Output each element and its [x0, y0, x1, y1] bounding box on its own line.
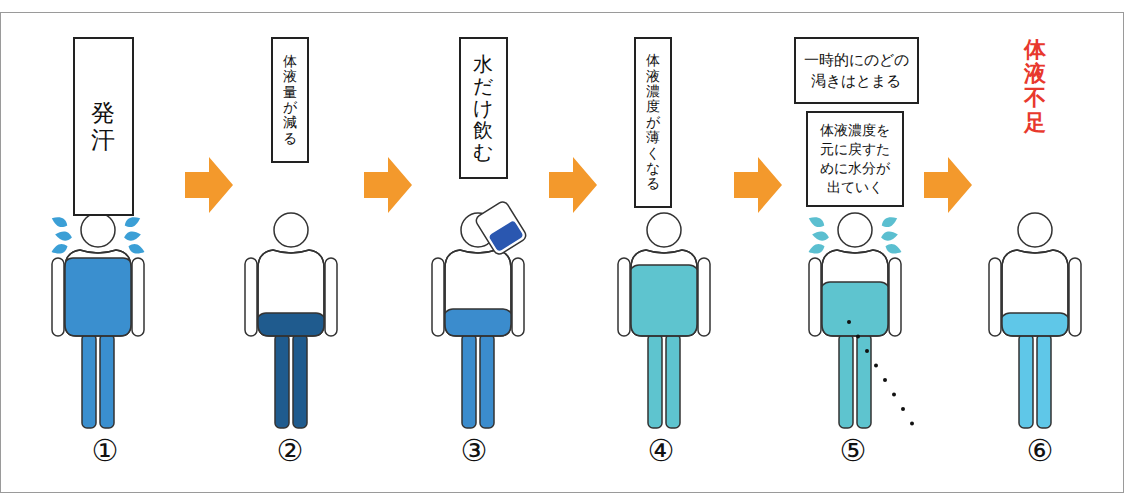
- arm: [989, 258, 1001, 336]
- leg: [82, 334, 96, 428]
- leak-dot: [874, 364, 878, 368]
- arm: [698, 258, 710, 336]
- water-bottle: [474, 200, 528, 256]
- leg: [480, 334, 494, 428]
- fluid-level: [256, 313, 326, 336]
- sweat-drop: [880, 214, 899, 229]
- flow-arrow: [549, 157, 597, 213]
- step-number: ①: [92, 433, 119, 468]
- sweat-drop: [123, 214, 142, 229]
- flow-arrow: [364, 157, 412, 213]
- box-text: 体液量が減る: [283, 54, 297, 146]
- leg: [1019, 334, 1033, 428]
- head: [274, 213, 308, 247]
- leg: [293, 334, 307, 428]
- leak-dot: [910, 422, 914, 426]
- sweat-drop: [811, 230, 829, 242]
- head: [838, 213, 872, 247]
- torso-outline: [822, 250, 888, 336]
- leg: [100, 334, 114, 428]
- arm: [432, 258, 444, 336]
- sweat-drop: [880, 230, 898, 242]
- text-box: 水だけ飲む: [459, 37, 508, 179]
- arm: [132, 258, 144, 336]
- leak-dot: [865, 349, 869, 353]
- box-text: 体液濃度を元に戻すために水分が出ていく: [820, 121, 890, 197]
- text-box: 体液濃度が薄くなる: [634, 37, 672, 208]
- box-text: 一時的にのどの渇きはとまる: [804, 50, 909, 91]
- box-text: 発汗: [91, 100, 115, 153]
- step-number: ④: [648, 433, 675, 468]
- fluid-level: [63, 258, 133, 336]
- head: [647, 213, 681, 247]
- sweat-drop: [50, 214, 69, 229]
- leak-dot: [892, 393, 896, 397]
- leg: [666, 334, 680, 428]
- result-label: 体液不足: [1024, 38, 1046, 135]
- step-number: ⑤: [840, 433, 867, 468]
- leg: [839, 334, 853, 428]
- sweat-drop: [50, 242, 69, 256]
- leg: [857, 334, 871, 428]
- leg: [1037, 334, 1051, 428]
- person-figure: [989, 213, 1081, 428]
- torso-outline: [65, 250, 131, 336]
- person-figure: [50, 213, 146, 428]
- sweat-drop: [123, 230, 141, 242]
- sweat-drop: [884, 242, 903, 256]
- head: [1018, 213, 1052, 247]
- flow-arrow: [185, 157, 233, 213]
- sweat-drop: [127, 242, 146, 256]
- sweat-drop: [54, 230, 72, 242]
- box-text: 水だけ飲む: [473, 53, 493, 163]
- torso-outline: [631, 250, 697, 336]
- frame: [1, 13, 1124, 493]
- person-figure: [618, 213, 710, 428]
- sweat-drop: [807, 214, 826, 229]
- fluid-level: [820, 282, 890, 336]
- arm: [889, 258, 901, 336]
- person-figure: [432, 200, 528, 428]
- person-figure: [807, 213, 914, 428]
- leg: [275, 334, 289, 428]
- torso-outline: [258, 250, 324, 336]
- arm: [512, 258, 524, 336]
- flow-arrow: [734, 157, 782, 213]
- step-number: ③: [461, 433, 488, 468]
- leak-dot: [901, 407, 905, 411]
- arm: [52, 258, 64, 336]
- step-number: ②: [277, 433, 304, 468]
- box-text: 体液濃度が薄くなる: [646, 53, 660, 192]
- fluid-level: [1000, 313, 1070, 336]
- arm: [325, 258, 337, 336]
- leak-dot: [883, 378, 887, 382]
- torso-outline: [445, 250, 511, 336]
- text-box: 発汗: [73, 37, 134, 216]
- person-figure: [245, 213, 337, 428]
- flow-arrow: [924, 157, 972, 213]
- arm: [1069, 258, 1081, 336]
- fluid-level: [629, 265, 699, 336]
- leak-dot: [856, 335, 860, 339]
- head: [81, 213, 115, 247]
- leak-dot: [847, 320, 851, 324]
- text-box: 一時的にのどの渇きはとまる: [794, 37, 919, 104]
- leg: [648, 334, 662, 428]
- arm: [809, 258, 821, 336]
- text-box: 体液濃度を元に戻すために水分が出ていく: [806, 111, 904, 207]
- fluid-level: [443, 309, 513, 336]
- leg: [462, 334, 476, 428]
- text-box: 体液量が減る: [271, 37, 309, 163]
- torso-outline: [1002, 250, 1068, 336]
- sweat-drop: [807, 242, 826, 256]
- arm: [245, 258, 257, 336]
- arm: [618, 258, 630, 336]
- step-number: ⑥: [1027, 433, 1054, 468]
